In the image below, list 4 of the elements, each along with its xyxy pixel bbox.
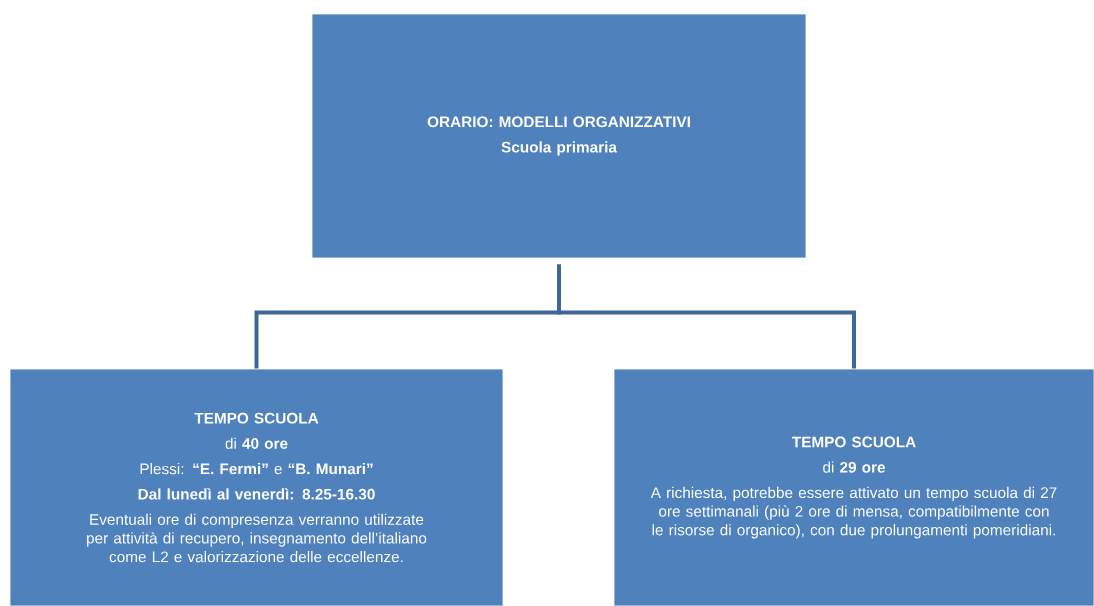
connector bbox=[557, 264, 856, 369]
text-box: TEMPO SCUOLA di 29 ore A richiesta, potrebbe essere attivato un tempo scuola di 27 ore settimanali (più 2 ore di mensa, compatibilmente con le risorse di organico), con due prolungamenti pomeridiani. bbox=[613, 368, 1094, 606]
text-box: TEMPO SCUOLA di 40 ore Plessi: “E. Fermi” e “B. Munari” Dal lunedì al venerdì: 8.25-16.30 Eventuali ore di compresenza verranno utilizzate per attività di recupero, insegnamento dell’italiano come L2 e valorizzazione delle eccellenze. bbox=[9, 368, 504, 606]
text-box: ORARIO: MODELLI ORGANIZZATIVI Scuola primaria bbox=[311, 13, 807, 259]
